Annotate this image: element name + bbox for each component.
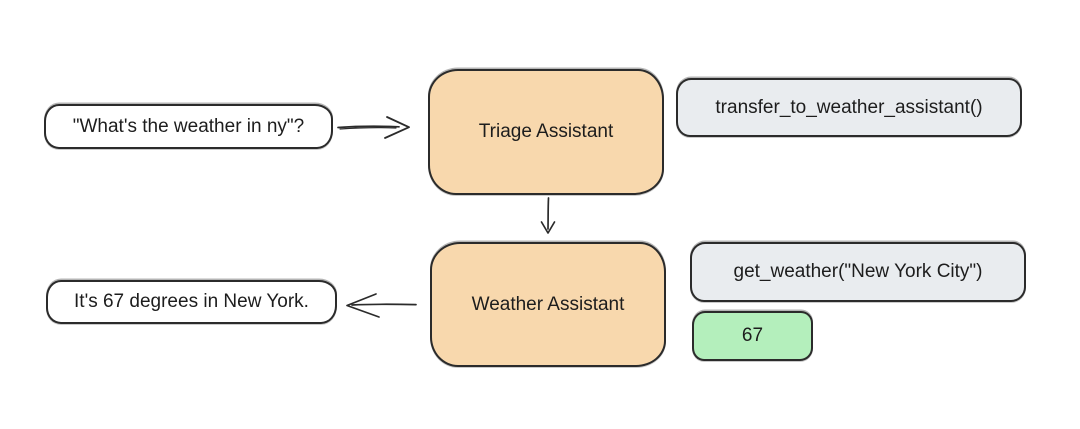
user-query-label: "What's the weather in ny"? [72,115,305,137]
transfer-tool-call-label: transfer_to_weather_assistant() [715,96,983,118]
tool-result-chip: 67 [692,311,813,361]
final-response-bubble: It's 67 degrees in New York. [46,280,337,324]
arrow-down-icon [540,197,556,234]
user-query-bubble: "What's the weather in ny"? [44,104,333,149]
tool-result-label: 67 [741,325,764,347]
transfer-tool-call-chip: transfer_to_weather_assistant() [676,78,1022,137]
arrow-left-icon [346,293,417,318]
final-response-label: It's 67 degrees in New York. [74,291,309,313]
triage-assistant-label: Triage Assistant [478,121,614,143]
get-weather-tool-call-label: get_weather("New York City") [733,261,983,283]
triage-assistant-node: Triage Assistant [428,69,664,195]
get-weather-tool-call-chip: get_weather("New York City") [690,242,1026,302]
arrow-right-icon [337,116,410,139]
weather-assistant-node: Weather Assistant [430,242,666,367]
weather-assistant-label: Weather Assistant [471,293,625,315]
